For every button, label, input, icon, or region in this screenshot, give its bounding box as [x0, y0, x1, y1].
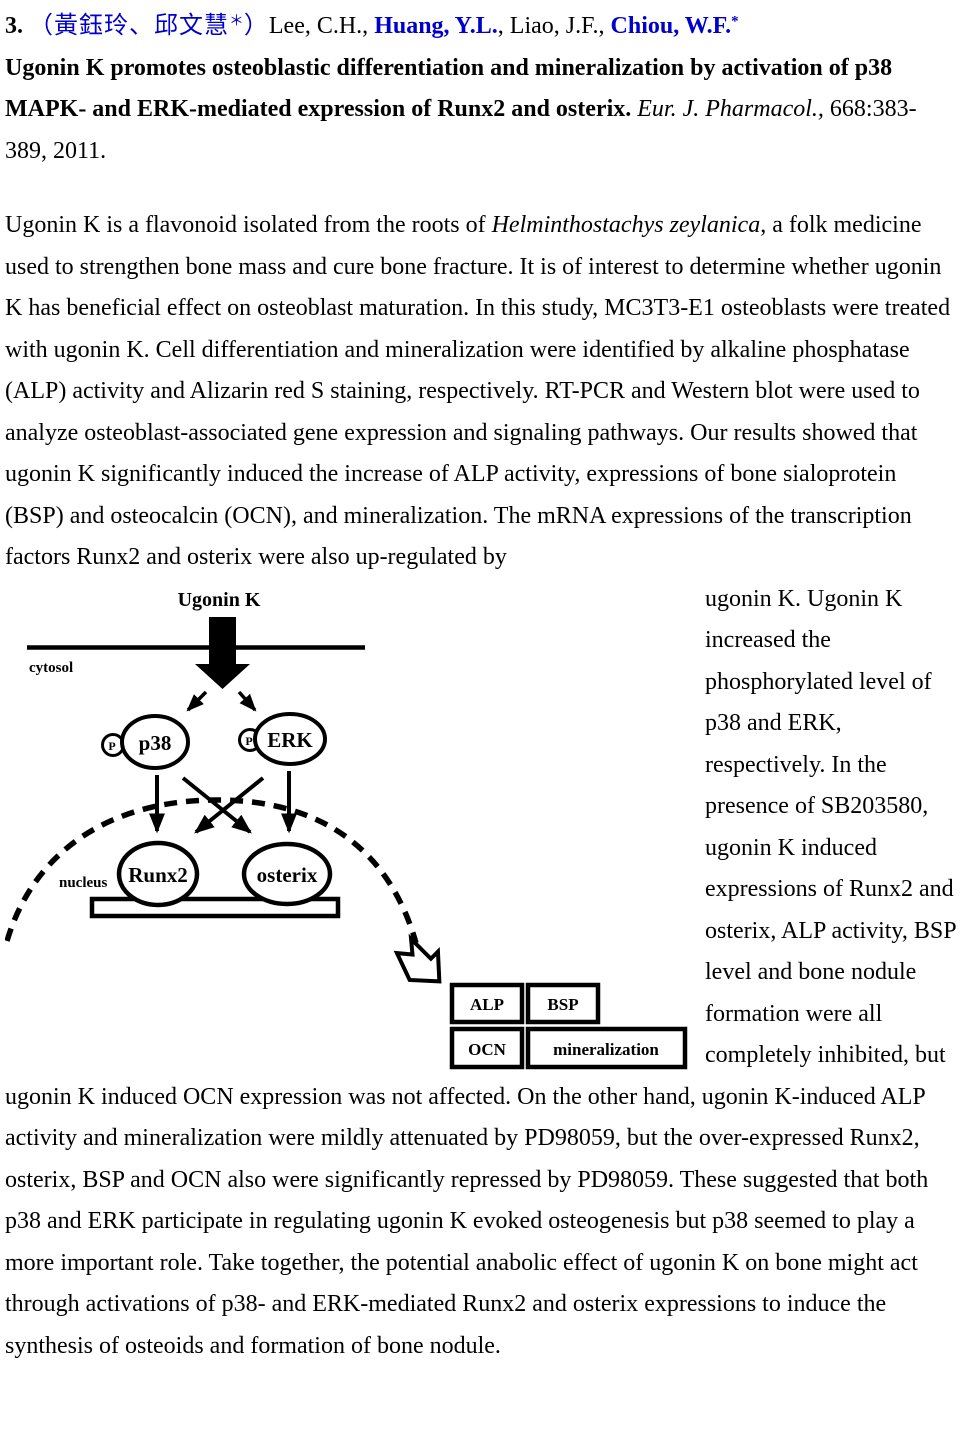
runx2-label: Runx2 — [128, 863, 188, 887]
runx2-ellipse — [116, 840, 200, 907]
abstract-paragraph-2: Ugonin K cytosol P P p38 ERK — [5, 579, 956, 1368]
abstract-paragraph-1: Ugonin K is a flavonoid isolated from th… — [5, 212, 951, 570]
p38-label: p38 — [139, 731, 172, 755]
erk-to-runx2-arrow — [194, 775, 265, 834]
osterix-label: osterix — [257, 863, 318, 887]
ugonin-k-stimulus-label: Ugonin K — [178, 589, 261, 611]
abstract-page: 3. （黃鈺玲、邱文慧＊）Lee, C.H., Huang, Y.L., Lia… — [5, 13, 956, 1367]
signaling-pathway-diagram: Ugonin K cytosol P P p38 ERK — [5, 589, 688, 1069]
ocn-box-label: OCN — [468, 1040, 507, 1059]
entry-authors-line: 3. （黃鈺玲、邱文慧＊）Lee, C.H., Huang, Y.L., Lia… — [5, 13, 739, 39]
alp-box-label: ALP — [470, 995, 504, 1014]
phospho-badge-p38-label: P — [108, 739, 115, 753]
branch-arrow-to-p38 — [186, 690, 208, 711]
bsp-box-label: BSP — [547, 995, 578, 1014]
branch-arrow-to-erk — [237, 690, 257, 712]
entry-title: Ugonin K promotes osteoblastic different… — [5, 54, 917, 164]
cytosol-label: cytosol — [29, 660, 73, 676]
erk-ellipse — [253, 711, 327, 766]
mineralization-box — [525, 1026, 688, 1069]
erk-label: ERK — [267, 728, 313, 752]
p38-to-osterix-arrow — [181, 775, 252, 834]
osterix-ellipse — [241, 841, 333, 906]
abstract-body: Ugonin K is a flavonoid isolated from th… — [5, 205, 956, 1367]
phospho-badge-erk-label: P — [245, 734, 252, 748]
abstract-paragraph-2-text: ugonin K. Ugonin K increased the phospho… — [5, 585, 956, 1359]
mineralization-box-label: mineralization — [553, 1040, 659, 1059]
p38-ellipse — [120, 713, 190, 770]
outcome-block-arrow — [393, 933, 442, 983]
nucleus-envelope — [5, 796, 419, 944]
nucleus-label: nucleus — [59, 875, 108, 891]
bsp-box — [525, 982, 601, 1024]
alp-box — [449, 982, 525, 1024]
stimulus-entry-arrow — [195, 616, 250, 689]
ocn-box — [449, 1026, 525, 1069]
